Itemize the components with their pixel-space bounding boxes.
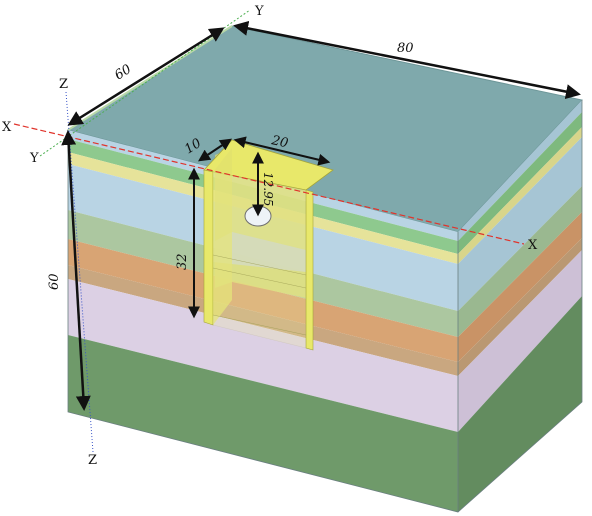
dim-arrow-pit-width xyxy=(198,138,232,162)
dimension-arrows xyxy=(61,20,581,411)
axis-label-y-left: Y xyxy=(29,151,39,166)
dim-label-pit-length: 20 xyxy=(269,133,289,151)
axis-label-x-right: X xyxy=(528,238,538,253)
dim-arrow-width xyxy=(67,27,225,126)
dim-arrow-length xyxy=(233,20,581,100)
dim-label-pit-depth: 32 xyxy=(175,253,190,270)
axis-label-y-top: Y xyxy=(254,4,264,19)
excavation-pit xyxy=(203,139,334,351)
axis-label-z-top: Z xyxy=(59,77,68,92)
dim-arrow-height xyxy=(61,130,91,411)
dim-label-height: 60 xyxy=(47,273,62,290)
dim-arrow-pit-length xyxy=(233,136,331,166)
dim-label-pit-width: 10 xyxy=(182,136,204,157)
dim-label-length: 80 xyxy=(397,41,414,56)
side-face-layers xyxy=(458,100,582,512)
axis-label-x-left: X xyxy=(2,120,12,135)
axis-label-z-bottom: Z xyxy=(88,453,97,468)
dim-label-width: 60 xyxy=(112,62,134,83)
x-axis-line xyxy=(13,123,525,245)
dim-label-hole-depth: 12.95 xyxy=(261,172,275,206)
